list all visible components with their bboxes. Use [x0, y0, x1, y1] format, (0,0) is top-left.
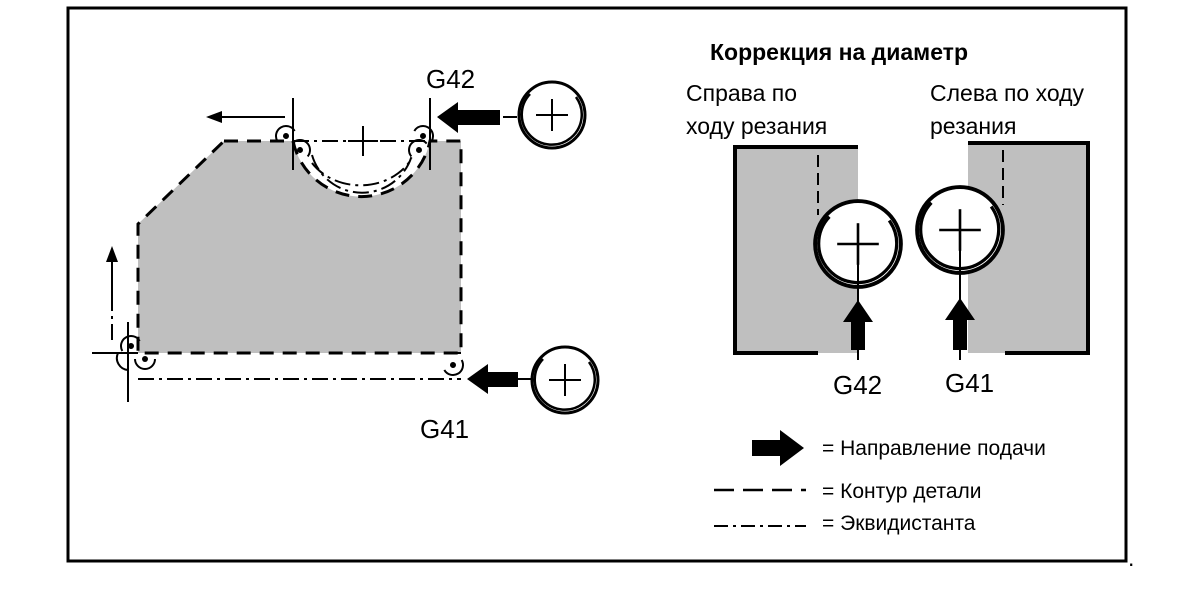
block-g41-outline: [968, 141, 1090, 355]
caption-right-line2: ходу резания: [686, 113, 827, 139]
legend-feed-direction: = Направление подачи: [822, 437, 1046, 460]
corner-mark-4: [403, 134, 430, 160]
trailing-dot: .: [1128, 545, 1134, 571]
tool-bottom: [530, 345, 600, 415]
block-g42-outline: [733, 145, 858, 355]
title: Коррекция на диаметр: [710, 39, 968, 65]
part-shape: [138, 141, 461, 353]
caption-left-line2: резания: [930, 113, 1016, 139]
arrow-left-head: [206, 111, 222, 123]
caption-right-line1: Справа по: [686, 80, 797, 106]
outer-frame: [66, 6, 1128, 563]
legend-part-contour: = Контур детали: [822, 480, 982, 503]
corner-arc-left: [115, 352, 129, 371]
label-g42-right: G42: [833, 370, 882, 400]
feed-arrow-bottom: [467, 364, 518, 394]
right-compensation-group: Коррекция на диаметр Справа по ходу реза…: [686, 39, 1090, 400]
feed-arrow-top: [437, 102, 500, 133]
caption-left-line1: Слева по ходу: [930, 80, 1085, 106]
legend: = Направление подачи = Контур детали = Э…: [714, 430, 1046, 535]
tool-top: [517, 80, 587, 150]
feed-arrow-g42: [843, 300, 873, 350]
legend-equidistant: = Эквидистанта: [822, 512, 976, 535]
label-g42-left: G42: [426, 64, 475, 94]
feed-arrow-g41: [945, 298, 975, 350]
equidistant-arc: [311, 154, 413, 194]
label-g41-right: G41: [945, 368, 994, 398]
arrow-up-head: [106, 246, 118, 262]
corner-mark-6: [134, 355, 156, 370]
label-g41-left: G41: [420, 414, 469, 444]
corner-mark-7: [441, 356, 468, 380]
left-workpiece-group: G42 G41: [92, 64, 600, 444]
equidistant-arc-inner: [311, 157, 413, 187]
legend-feed-arrow-icon: [752, 430, 804, 466]
